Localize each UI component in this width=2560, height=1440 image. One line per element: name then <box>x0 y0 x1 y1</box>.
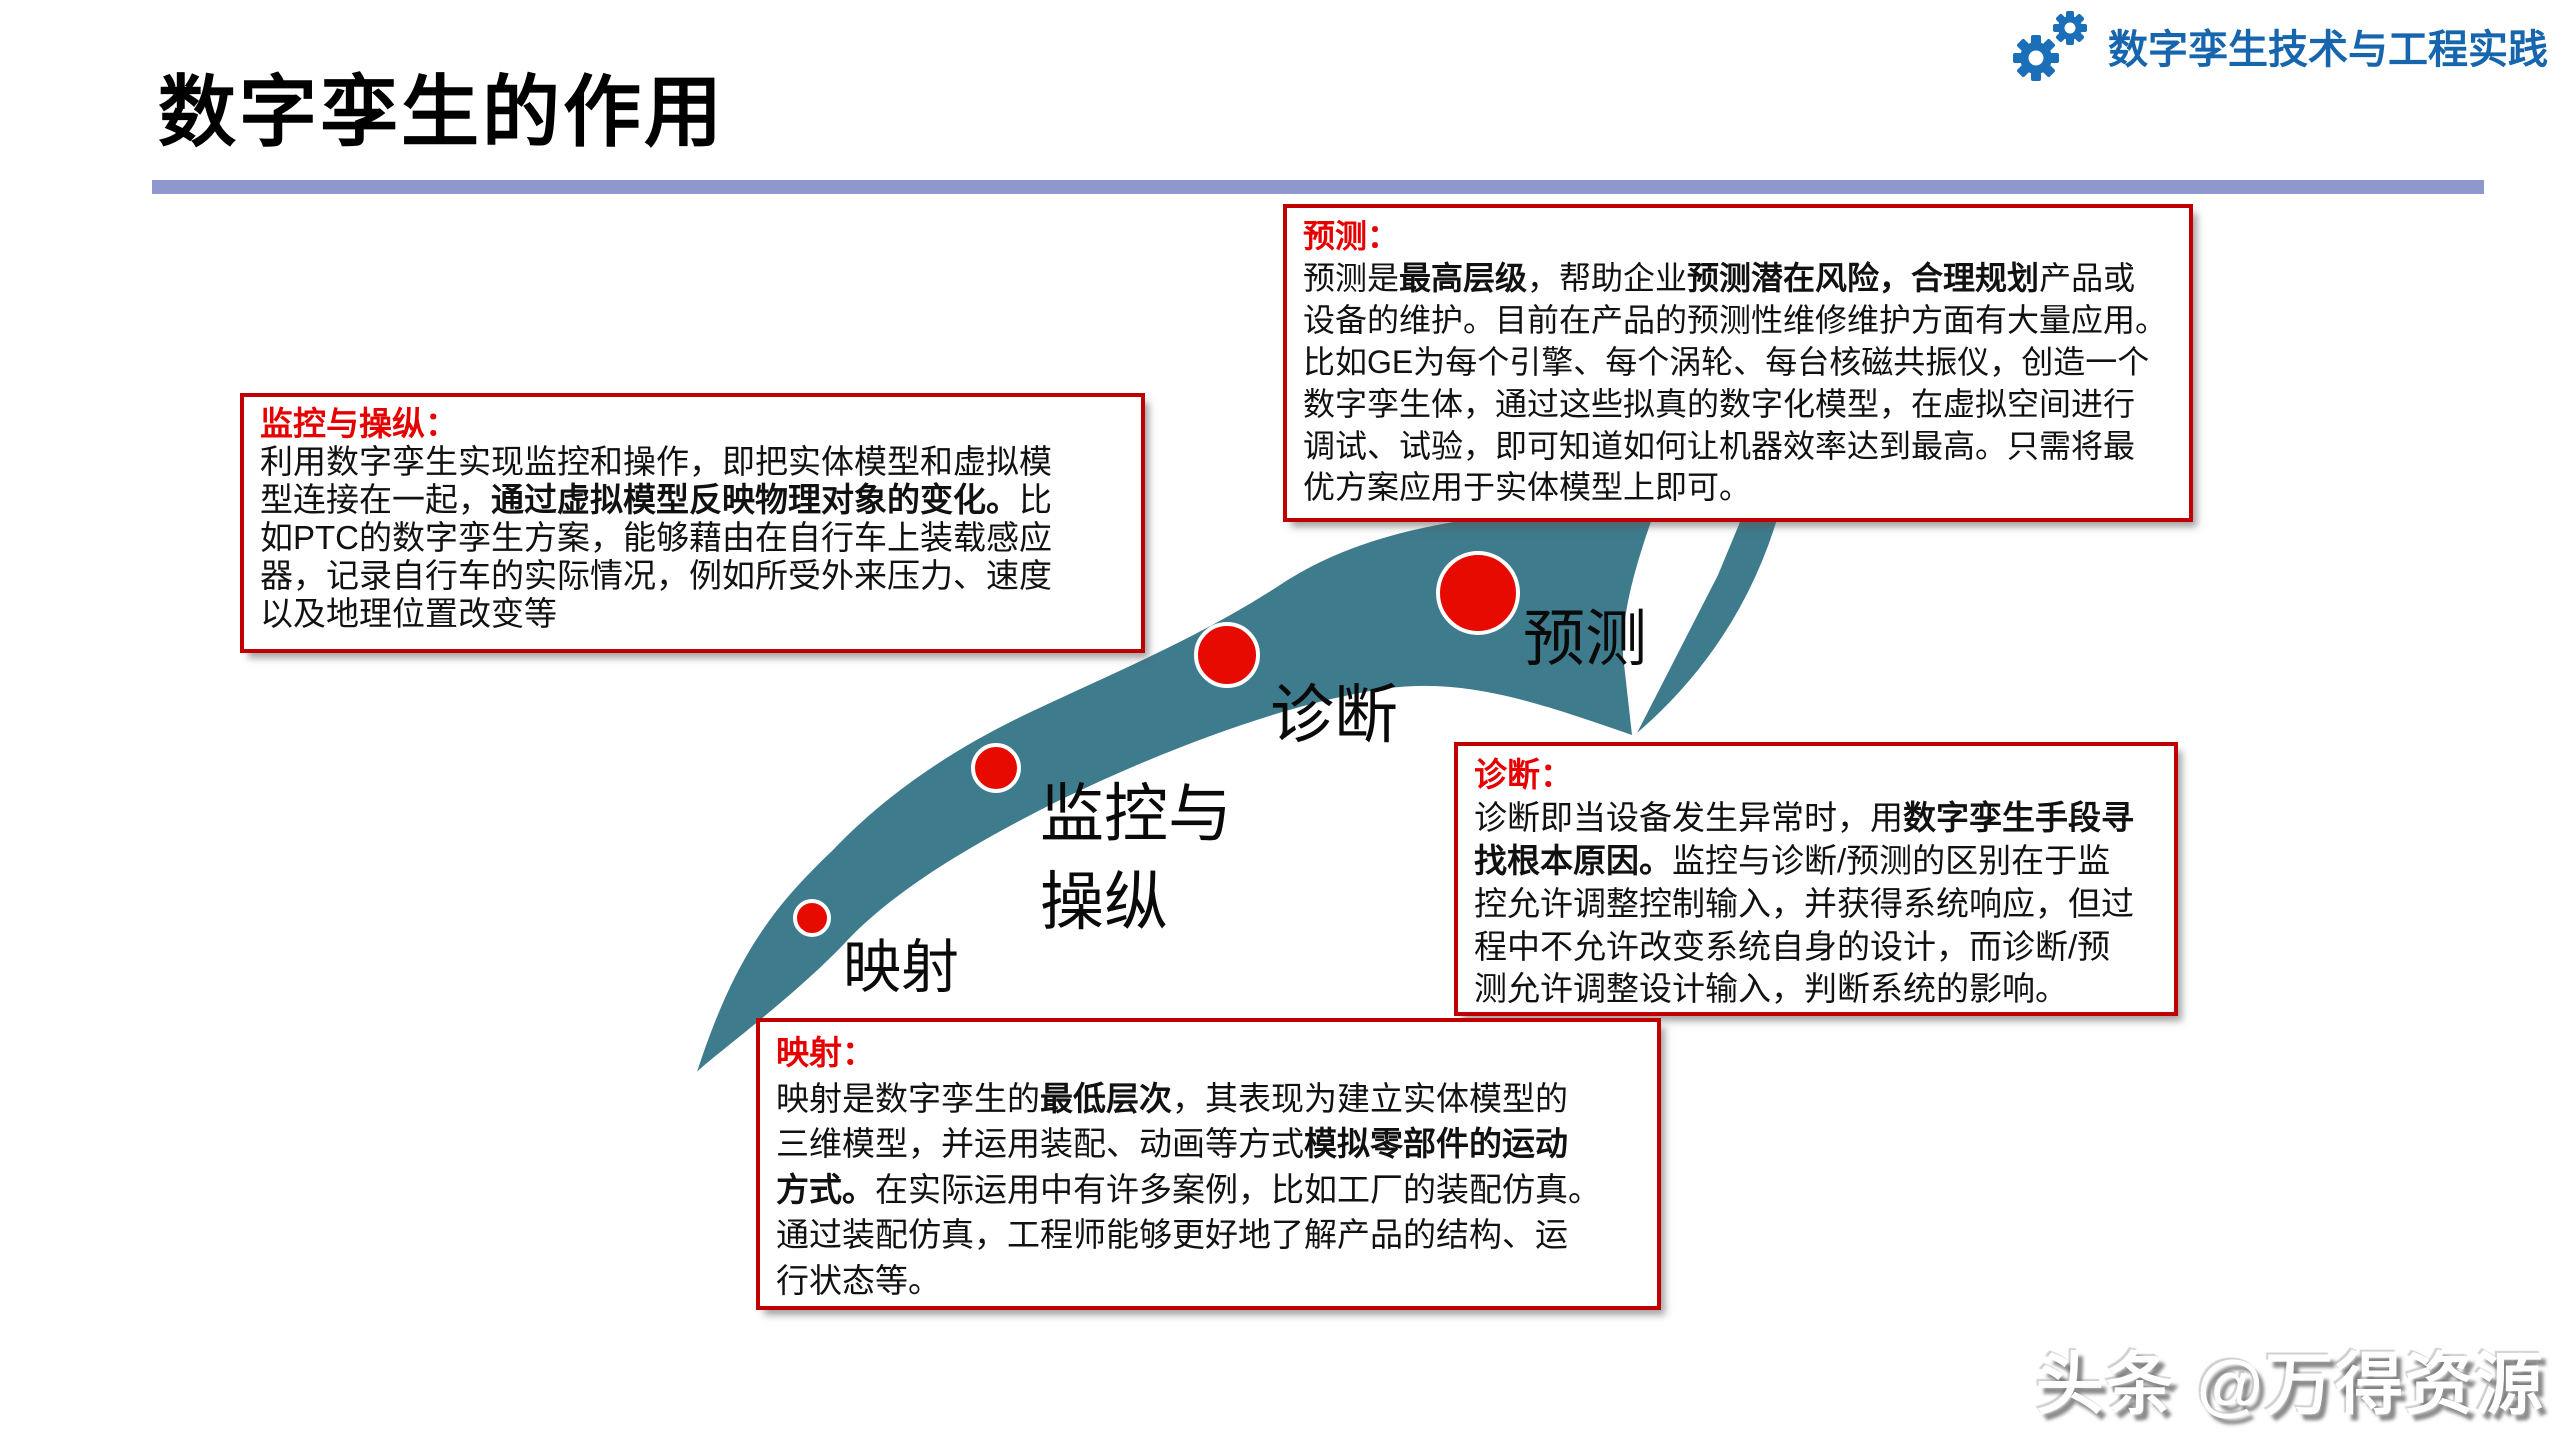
stage-label-mapping: 映射 <box>843 935 960 1000</box>
callout-diagnose: 诊断： 诊断即当设备发生异常时，用数字孪生手段寻 找根本原因。监控与诊断/预测的… <box>1454 742 2178 1016</box>
callout-predict-body: 预测是最高层级，帮助企业预测潜在风险，合理规划产品或 设备的维护。目前在产品的预… <box>1303 259 2168 506</box>
callout-diagnose-heading: 诊断： <box>1474 756 1573 793</box>
logo: 数字孪生技术与工程实践 <box>2008 6 2548 86</box>
callout-mapping-heading: 映射： <box>776 1034 875 1071</box>
callout-monitor-body: 利用数字孪生实现监控和操作，即把实体模型和虚拟模 型连接在一起，通过虚拟模型反映… <box>260 442 1052 632</box>
stage-dot-mapping <box>793 899 831 937</box>
watermark: 头条 @万得资源 <box>2035 1347 2545 1423</box>
callout-mapping: 映射： 映射是数字孪生的最低层次，其表现为建立实体模型的 三维模型，并运用装配、… <box>756 1018 1661 1310</box>
stage-label-monitor-line1: 监控与 <box>1040 778 1232 850</box>
callout-predict: 预测： 预测是最高层级，帮助企业预测潜在风险，合理规划产品或 设备的维护。目前在… <box>1283 204 2193 522</box>
stage-label-monitor: 监控与 操纵 <box>1040 770 1232 947</box>
callout-monitor: 监控与操纵： 利用数字孪生实现监控和操作，即把实体模型和虚拟模 型连接在一起，通… <box>240 393 1145 653</box>
stage-label-monitor-line2: 操纵 <box>1040 866 1168 939</box>
stage-dot-diagnose <box>1194 622 1260 688</box>
logo-title: 数字孪生技术与工程实践 <box>2108 27 2548 72</box>
callout-predict-heading: 预测： <box>1303 218 1400 254</box>
gears-icon <box>2013 11 2087 81</box>
callout-mapping-body: 映射是数字孪生的最低层次，其表现为建立实体模型的 三维模型，并运用装配、动画等方… <box>776 1079 1601 1299</box>
stage-label-predict: 预测 <box>1523 605 1648 674</box>
callout-diagnose-body: 诊断即当设备发生异常时，用数字孪生手段寻 找根本原因。监控与诊断/预测的区别在于… <box>1474 798 2134 1008</box>
callout-monitor-heading: 监控与操纵： <box>260 405 458 442</box>
stage-dot-predict <box>1436 551 1520 635</box>
stage-label-diagnose: 诊断 <box>1270 679 1398 751</box>
title-divider <box>152 180 2484 194</box>
page-title: 数字孪生的作用 <box>158 68 726 156</box>
stage-dot-monitor <box>971 743 1021 793</box>
